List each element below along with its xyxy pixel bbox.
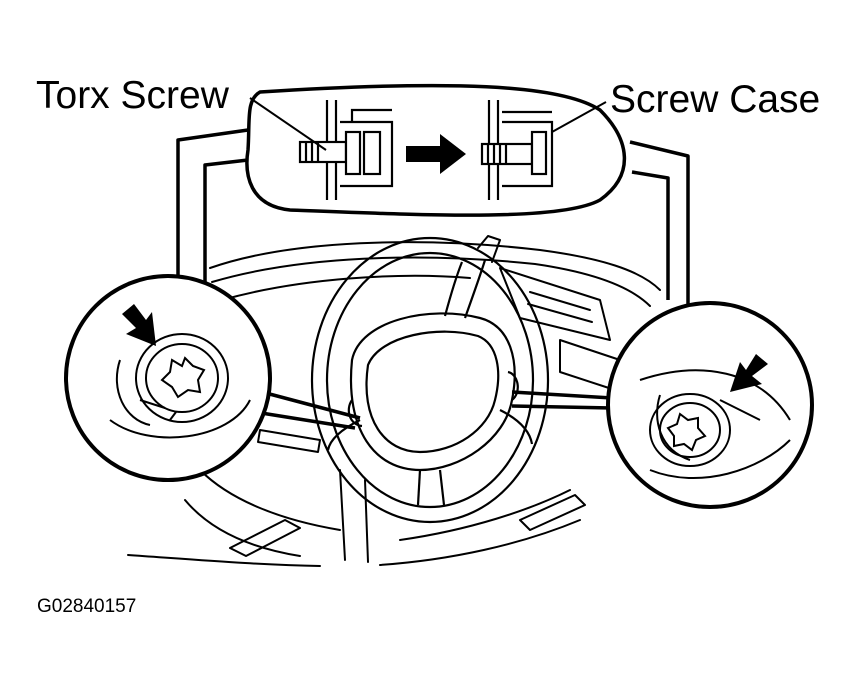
torx-screw-label: Torx Screw [36, 74, 229, 117]
torx-screw-detail-after [480, 100, 554, 200]
figure-code: G02840157 [37, 596, 137, 617]
right-detail-circle [606, 301, 814, 509]
arrow-icon [730, 354, 768, 392]
top-callout [245, 83, 627, 217]
label-leaders [249, 97, 607, 151]
arrow-icon [122, 304, 156, 346]
torx-screw-detail-before [298, 100, 394, 200]
steering-wheel-drawing [310, 236, 550, 524]
torx-screw-head-icon [160, 356, 206, 399]
callout-leaders [176, 128, 690, 430]
right-arrow-icon [406, 134, 466, 174]
screw-case-label: Screw Case [610, 78, 821, 121]
torx-screw-head-icon [666, 412, 707, 452]
dashboard-drawing [127, 235, 661, 567]
left-detail-circle [64, 274, 272, 482]
